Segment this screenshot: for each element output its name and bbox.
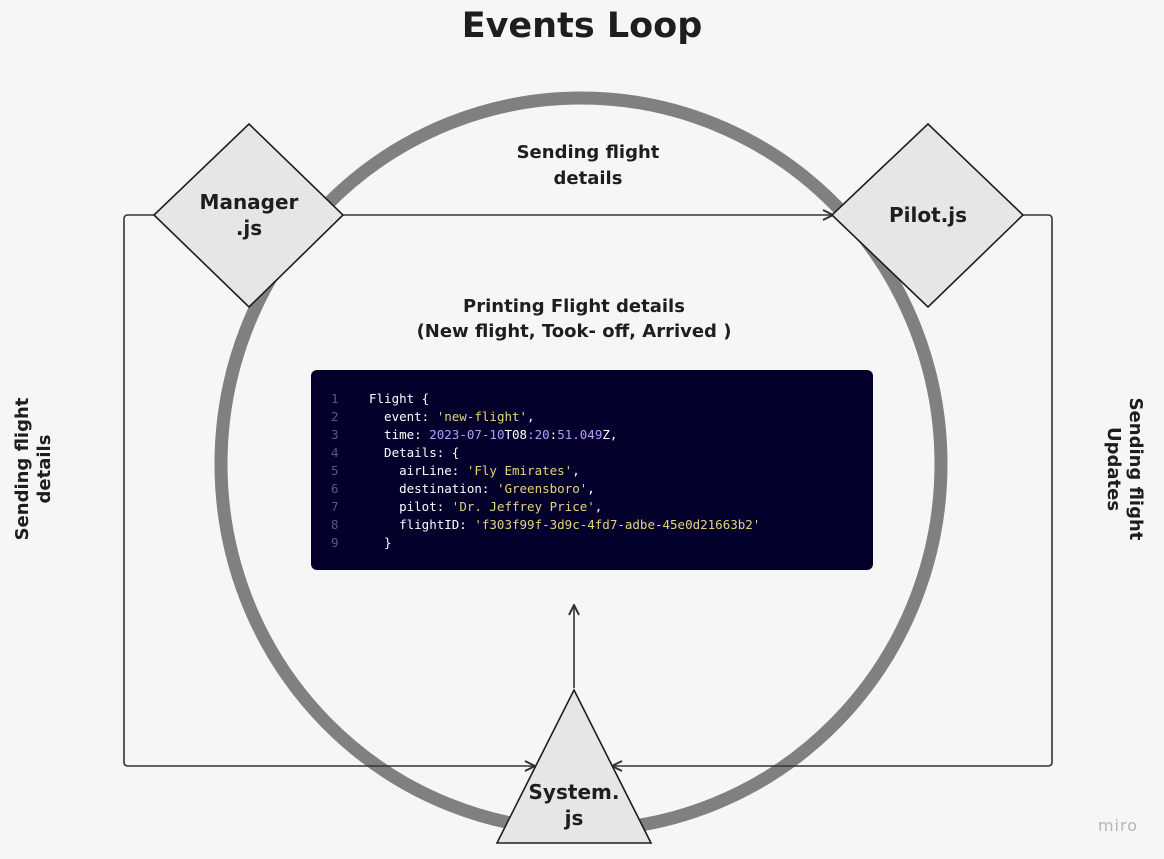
edge-top-label-line1: Sending flight xyxy=(516,142,660,163)
edge-left-label-line1: Sending flight xyxy=(12,397,33,541)
pilot-label: Pilot.js xyxy=(868,202,988,228)
manager-label-line2: .js xyxy=(235,216,263,240)
edge-right-label-line2: Updates xyxy=(1103,426,1124,512)
center-label: Printing Flight details (New flight, Too… xyxy=(374,294,774,344)
pilot-label-line1: Pilot.js xyxy=(888,203,968,227)
system-label-line1: System. xyxy=(528,780,620,804)
system-label: System. js xyxy=(514,779,634,831)
center-label-line2: (New flight, Took- off, Arrived ) xyxy=(416,321,732,342)
edge-top-label-line2: details xyxy=(553,168,623,189)
code-line: 9 } xyxy=(331,535,392,550)
system-triangle[interactable] xyxy=(495,688,653,844)
system-label-line2: js xyxy=(564,806,584,830)
edge-manager-to-system xyxy=(123,214,534,766)
diagram-title: Events Loop xyxy=(461,6,703,46)
pilot-diamond[interactable] xyxy=(830,122,1025,309)
center-label-line1: Printing Flight details xyxy=(463,296,685,317)
code-line: 3 time: 2023-07-10T08:20:51.049Z, xyxy=(331,427,618,442)
edge-right-label-line1: Sending flight xyxy=(1125,397,1146,541)
edge-left-label: Sending flight details xyxy=(12,389,56,549)
miro-watermark: miro xyxy=(1097,816,1138,835)
manager-label-line1: Manager xyxy=(199,190,299,214)
code-line: 8 flightID: 'f303f99f-3d9c-4fd7-adbe-45e… xyxy=(331,517,761,532)
code-line: 5 airLine: 'Fly Emirates', xyxy=(331,463,580,478)
code-line: 4 Details: { xyxy=(331,445,460,460)
code-line: 2 event: 'new-flight', xyxy=(331,409,535,424)
code-line: 7 pilot: 'Dr. Jeffrey Price', xyxy=(331,499,603,514)
edge-left-label-line2: details xyxy=(34,434,55,504)
code-line: 6 destination: 'Greensboro', xyxy=(331,481,595,496)
edge-pilot-to-system xyxy=(613,214,1053,766)
edge-top-label: Sending flight details xyxy=(488,140,688,192)
manager-label: Manager .js xyxy=(189,189,309,241)
manager-diamond[interactable] xyxy=(152,122,345,309)
edge-right-label: Sending flight Updates xyxy=(1102,389,1146,549)
